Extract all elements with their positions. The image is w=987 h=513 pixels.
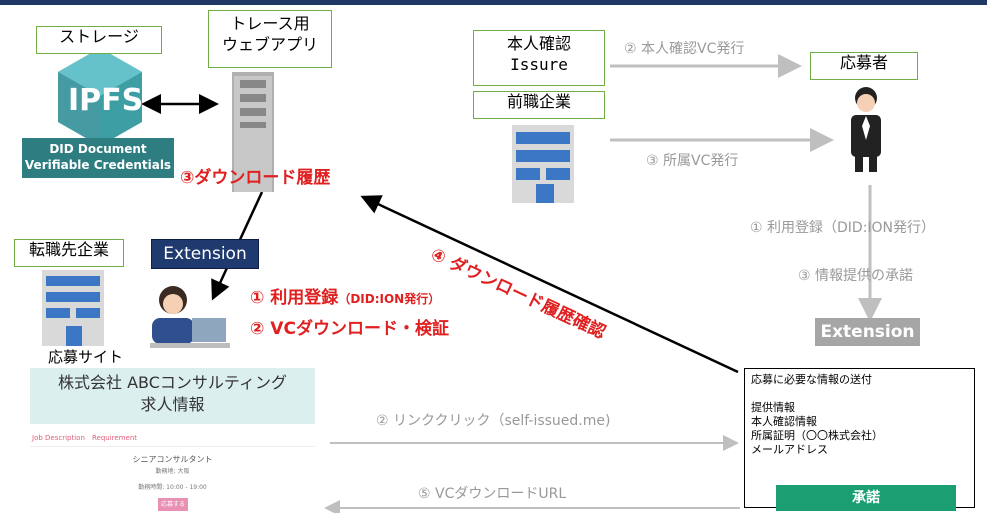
ipfs-caption-1: DID Document [49,142,147,156]
link-click-label: ② リンククリック（self-issued.me) [376,413,611,429]
vc-url-label: ⑤ VCダウンロードURL [418,486,567,502]
user-at-laptop-icon [150,286,230,348]
trace-app-label-1: トレース用 [230,14,310,33]
identity-vc-arrow-label: ② 本人確認VC発行 [624,41,745,57]
extension-badge: Extension [151,239,259,269]
extension-gray-badge: Extension [815,318,920,346]
job-position: シニアコンサルタント [132,455,213,464]
panel-section: 提供情報 [751,401,795,414]
left-step-1-note: （DID:ION発行） [338,292,441,306]
panel-item-2: 所属証明（〇〇株式会社） [751,429,883,442]
approve-button[interactable]: 承諾 [776,485,956,511]
download-history-label: ③ダウンロード履歴 [180,168,331,188]
job-header: 株式会社 ABCコンサルティング 求人情報 [30,368,315,424]
storage-label-box: ストレージ [36,26,162,54]
history-check-arrow [360,195,739,374]
job-hours: 勤務時間: 10:00 - 19:00 [138,484,207,491]
identity-issuer-box: 本人確認 Issure [473,30,605,86]
ipfs-logo-icon [58,48,142,146]
left-step-2: ② VCダウンロード・検証 [250,319,449,339]
panel-title: 応募に必要な情報の送付 [751,373,872,386]
job-tab-requirement[interactable]: Requirement [92,434,138,442]
identity-label-2: Issure [510,54,568,74]
job-title-1: 株式会社 ABCコンサルティング [58,373,287,392]
identity-label-1: 本人確認 [506,34,571,53]
employer-vc-arrow-label: ③ 所属VC発行 [646,153,739,169]
prev-employer-building-icon [512,125,574,203]
ipfs-caption-2: Verifiable Credentials [24,158,172,172]
job-site-preview: 株式会社 ABCコンサルティング 求人情報 Job Description Re… [30,368,315,513]
ipfs-logo-text: IPFS [68,83,144,118]
panel-item-3: メールアドレス [751,443,828,456]
prev-employer-label: 前職企業 [506,92,571,111]
trace-app-label-2: ウェブアプリ [221,34,318,54]
left-step-1-text: ① 利用登録 [250,288,339,308]
panel-item-1: 本人確認情報 [751,415,817,428]
prev-employer-box: 前職企業 [473,91,605,119]
company-label: 転職先企業 [28,240,109,259]
company-building-icon [42,270,104,346]
right-step-3: ③ 情報提供の承諾 [798,268,914,284]
job-location: 勤務地: 大阪 [155,468,190,475]
consent-panel: 応募に必要な情報の送付 提供情報 本人確認情報 所属証明（〇〇株式会社） メール… [744,368,975,508]
job-tab-divider [30,446,315,447]
left-step-1: ① 利用登録（DID:ION発行） [250,283,440,308]
job-tab-description[interactable]: Job Description [32,434,85,442]
top-banner-bar [0,0,987,5]
company-label-box: 転職先企業 [14,239,124,267]
server-icon [232,72,274,192]
trace-app-label-box: トレース用 ウェブアプリ [208,10,332,68]
applicant-person-icon [851,87,881,172]
job-apply-button[interactable]: 応募する [158,498,188,511]
job-title-2: 求人情報 [140,395,205,414]
storage-label: ストレージ [59,27,139,46]
site-label: 応募サイト [48,348,124,366]
applicant-label: 応募者 [839,53,888,72]
applicant-label-box: 応募者 [810,52,918,80]
right-step-1: ① 利用登録（DID:ION発行） [750,220,936,236]
